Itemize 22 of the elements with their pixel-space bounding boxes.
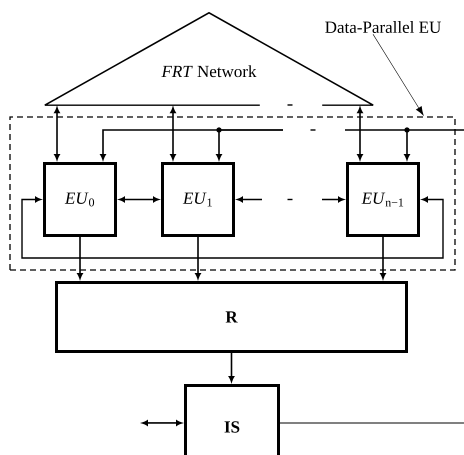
callout-text: Data-Parallel EU	[325, 21, 441, 33]
register-box: R	[55, 280, 408, 353]
unit-box: EU$_{1}$	[161, 162, 235, 237]
arrow	[237, 196, 262, 202]
arrow	[170, 107, 176, 160]
dashed-boundary-box	[9, 116, 456, 271]
arrow	[380, 237, 386, 279]
arrow	[54, 107, 60, 160]
leader-line	[372, 34, 424, 116]
arrow	[21, 196, 444, 259]
arrow	[357, 107, 363, 160]
unit-box: IS	[184, 384, 280, 455]
arrow	[77, 237, 83, 279]
arrow	[322, 196, 344, 202]
arrow	[195, 237, 201, 279]
arrow	[344, 129, 464, 160]
arrow	[142, 420, 182, 426]
arrow	[119, 196, 159, 202]
unit-box: EU$_{0}$	[43, 162, 117, 237]
unit-box: EU$_{n−1}$	[346, 162, 420, 237]
arrow	[228, 352, 234, 382]
arrow	[216, 129, 283, 160]
